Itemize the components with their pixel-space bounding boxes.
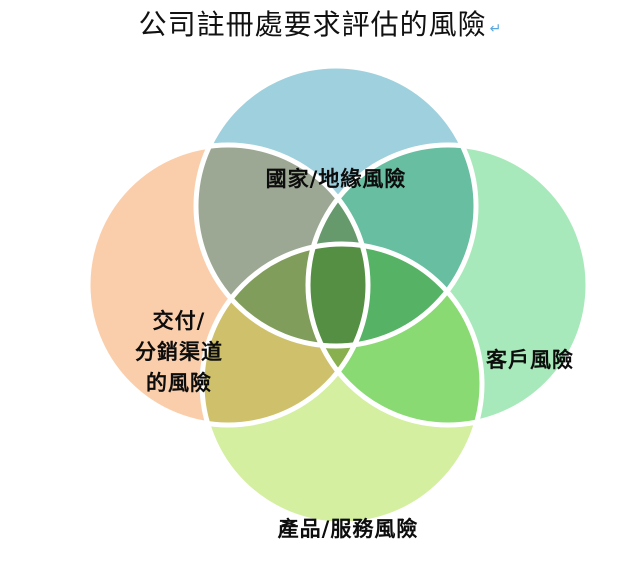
venn-label-customer: 客戶風險 [460, 347, 600, 374]
venn-outline-product [199, 241, 485, 527]
page-title-text: 公司註冊處要求評估的風險 [138, 8, 487, 41]
venn-label-delivery: 交付/ 分銷渠道 的風險 [104, 306, 254, 399]
venn-label-country-line-1: 國家/地緣風險 [265, 167, 407, 191]
venn-outline-customer [305, 142, 591, 428]
pilcrow-icon: ↵ [489, 21, 502, 37]
venn-svg [85, 63, 591, 527]
venn-diagram: 國家/地緣風險 客戶風險 交付/ 分銷渠道 的風險 產品/服務風險 [0, 44, 640, 576]
venn-label-country: 國家/地緣風險 [246, 166, 426, 193]
venn-outlines-group [85, 63, 591, 527]
venn-outline-country [193, 63, 479, 349]
page-title: 公司註冊處要求評估的風險↵ [0, 0, 640, 50]
venn-label-delivery-line-3: 的風險 [146, 371, 212, 395]
venn-label-customer-line-1: 客戶風險 [486, 348, 574, 372]
venn-circle-product[interactable] [202, 244, 482, 524]
venn-circles-group [88, 66, 588, 524]
venn-label-delivery-line-2: 分銷渠道 [135, 340, 223, 364]
venn-label-product-line-1: 產品/服務風險 [277, 517, 419, 541]
venn-label-product: 產品/服務風險 [258, 516, 438, 543]
venn-label-delivery-line-1: 交付/ [152, 309, 206, 333]
venn-outline-delivery [85, 142, 371, 428]
